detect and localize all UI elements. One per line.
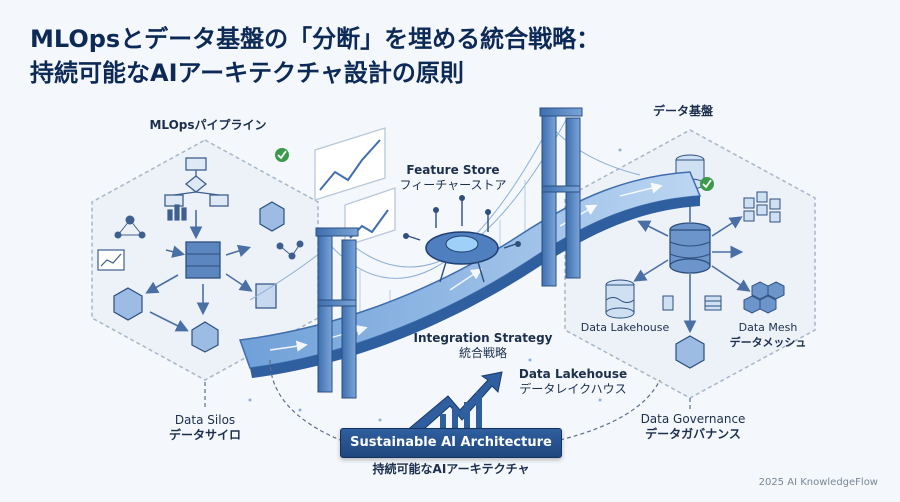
cube-icon — [675, 335, 705, 369]
chart-icon — [97, 204, 187, 271]
connection-lines — [204, 359, 691, 441]
analytics-charts — [314, 127, 396, 247]
page-title: MLOpsとデータ基盤の「分断」を埋める統合戦略： 持続可能なAIアーキテクチャ… — [30, 22, 600, 90]
lakehouse-icon — [605, 279, 635, 319]
data-platform-hexagon — [564, 129, 816, 399]
sustainable-ai-banner: Sustainable AI Architecture — [340, 428, 562, 458]
mlops-hexagon — [91, 139, 319, 381]
table-icon — [662, 295, 722, 311]
trend-arrow-icon — [404, 371, 503, 437]
pipeline-arrows — [145, 210, 253, 332]
check-icon — [275, 148, 289, 162]
data-platform-label: データ基盤 — [652, 104, 713, 118]
decorative-dots — [248, 148, 622, 422]
feature-store-icon — [403, 195, 521, 283]
cube-icon — [113, 201, 285, 353]
mlops-pipeline-label: MLOpsパイプライン — [149, 118, 267, 132]
lakehouse-center-label: Data Lakehouse データレイクハウス — [518, 367, 628, 396]
lakehouse-right-label: Data Lakehouse — [580, 321, 670, 334]
integration-strategy-label: Integration Strategy 統合戦略 — [413, 331, 553, 360]
feature-store-label: Feature Store フィーチャーストア — [399, 163, 507, 192]
footer-credit: 2025 AI KnowledgeFlow — [758, 477, 878, 488]
data-governance-label: Data Governance データガバナンス — [640, 412, 746, 441]
title-line-1: MLOpsとデータ基盤の「分断」を埋める統合戦略： — [30, 25, 601, 53]
server-icon — [255, 283, 277, 309]
workflow-icon — [164, 157, 229, 207]
title-line-2: 持続可能なAIアーキテクチャ設計の原則 — [30, 59, 464, 87]
central-database-icon — [669, 222, 711, 274]
network-icon — [114, 215, 304, 260]
bridge — [238, 107, 702, 399]
sustainable-ai-subtitle: 持続可能なAIアーキテクチャ — [372, 462, 530, 476]
database-icon — [185, 241, 221, 279]
data-silos-label: Data Silos データサイロ — [168, 413, 241, 442]
platform-arrows — [633, 192, 751, 334]
check-icon — [700, 177, 714, 191]
data-mesh-label: Data Mesh データメッシュ — [729, 321, 807, 349]
mesh-icon — [743, 281, 785, 314]
grid-icon — [743, 191, 781, 223]
